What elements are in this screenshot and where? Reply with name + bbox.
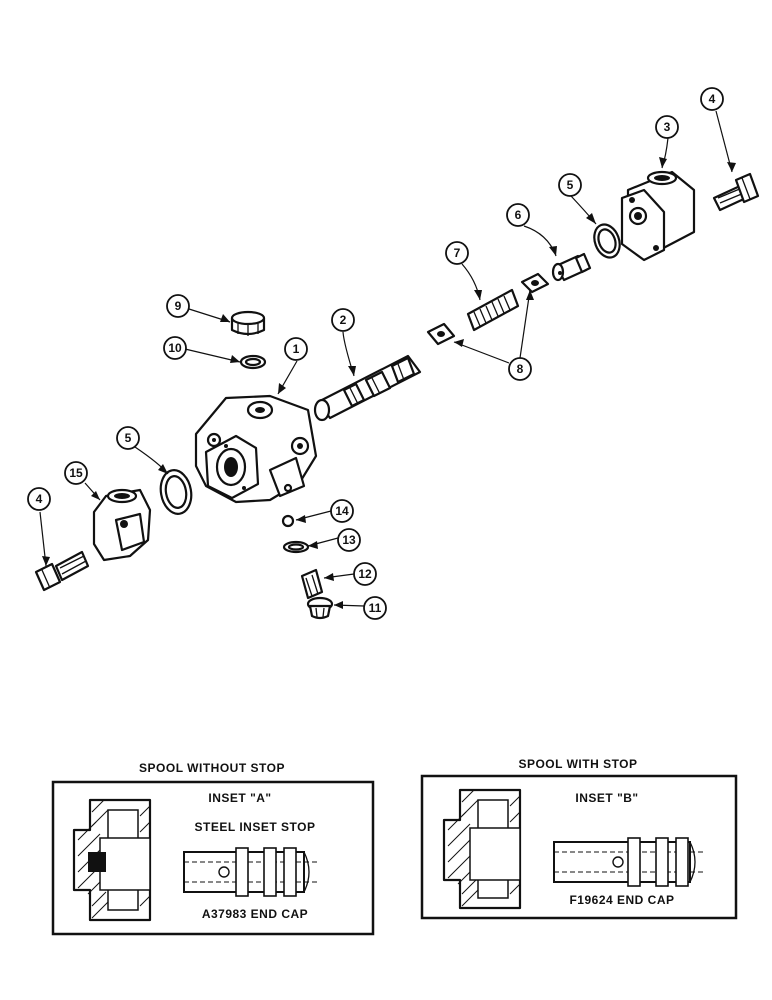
callout-9: 9 [166,294,190,318]
callout-14: 14 [330,499,354,523]
callout-7: 7 [445,241,469,265]
part-14-ball [281,514,295,528]
part-15-end-cap-left [92,488,152,562]
svg-text:2: 2 [340,313,347,327]
svg-text:3: 3 [664,120,671,134]
svg-text:5: 5 [567,178,574,192]
part-10-oring [239,354,267,370]
svg-text:12: 12 [358,567,372,581]
callout-3: 3 [655,115,679,139]
svg-text:7: 7 [454,246,461,260]
part-1-valve-body [194,394,318,504]
svg-text:14: 14 [335,504,349,518]
callout-1: 1 [284,337,308,361]
part-11-plug [306,596,334,620]
callout-5-left: 5 [116,426,140,450]
callout-5-right: 5 [558,173,582,197]
part-4-bolt-left [34,550,90,592]
svg-text:11: 11 [369,601,382,615]
callout-2: 2 [331,308,355,332]
svg-text:1: 1 [293,342,300,356]
inset-b-end-cap-section [442,788,522,910]
leader-lines [39,110,736,609]
svg-text:4: 4 [709,92,716,106]
svg-text:6: 6 [515,208,522,222]
inset-b-heading: SPOOL WITH STOP [518,757,637,771]
part-8-washer-left [426,322,456,346]
inset-a-label: INSET "A" [208,791,271,805]
part-6-stop [551,252,592,282]
callout-6: 6 [506,203,530,227]
callout-13: 13 [337,528,361,552]
inset-a-heading: SPOOL WITHOUT STOP [139,761,285,775]
svg-text:5: 5 [125,431,132,445]
callout-12: 12 [353,562,377,586]
inset-a-note: STEEL INSET STOP [195,820,316,834]
svg-text:4: 4 [36,492,43,506]
svg-text:9: 9 [175,299,182,313]
part-5-oring-right [593,223,621,259]
callout-11: 11 [363,596,387,620]
callout-4-right: 4 [700,87,724,111]
part-3-end-cap-right [620,170,696,262]
part-13-ring [282,540,310,554]
inset-a-spool [183,847,318,897]
svg-text:13: 13 [342,533,356,547]
part-2-spool [313,354,422,422]
callout-8: 8 [508,357,532,381]
part-9-plug [230,310,266,336]
part-5-oring-left [159,469,193,515]
inset-b-label: INSET "B" [575,791,638,805]
part-4-bolt-right [712,172,760,212]
inset-a: SPOOL WITHOUT STOP INSET "A" STEEL INSET… [51,761,375,936]
inset-b-spool [553,837,704,887]
inset-a-end-cap-section [72,798,152,922]
svg-text:8: 8 [517,362,524,376]
part-12-spring-pin [300,568,324,600]
callout-10: 10 [163,336,187,360]
part-7-spring [466,288,520,332]
part-8-washer-right [520,272,550,294]
callout-4-left: 4 [27,487,51,511]
inset-b-part: F19624 END CAP [569,893,674,907]
callout-15: 15 [64,461,88,485]
svg-text:10: 10 [168,341,182,355]
svg-text:15: 15 [69,466,83,480]
inset-a-part: A37983 END CAP [202,907,308,921]
inset-b: SPOOL WITH STOP INSET "B" F19624 END CAP [420,757,738,920]
